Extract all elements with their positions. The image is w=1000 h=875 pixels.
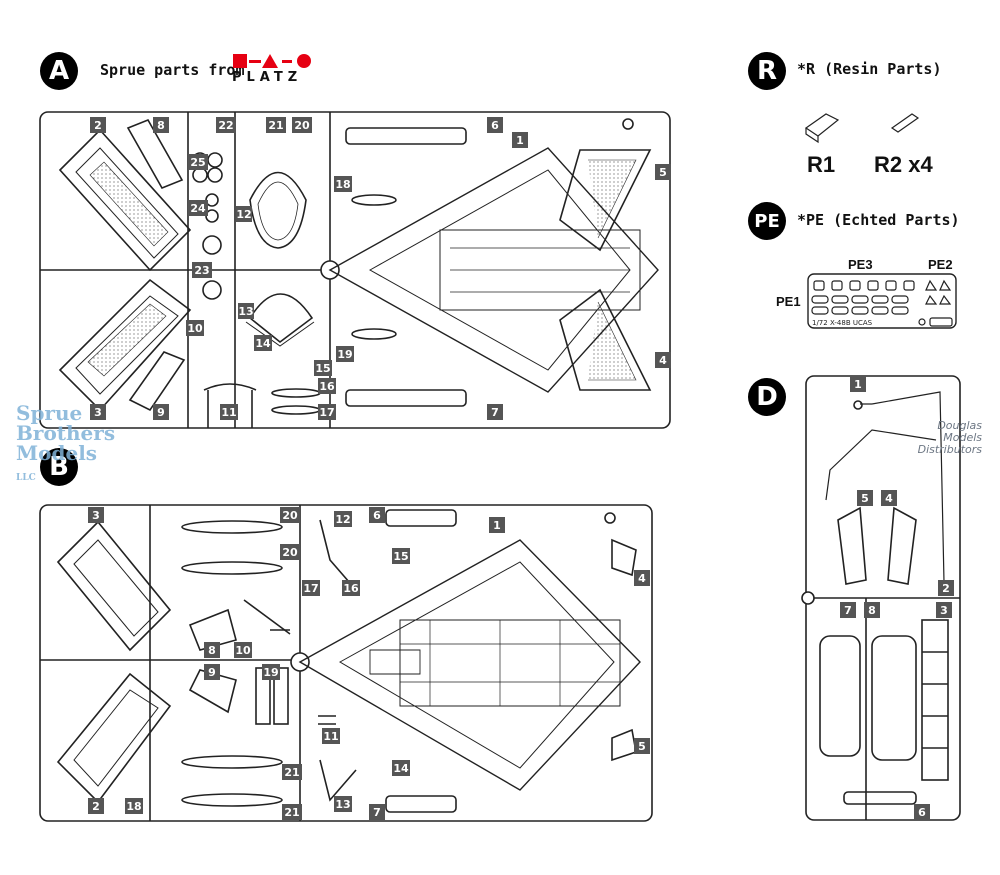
watermark-llc: LLC (16, 473, 36, 483)
pe1-label: PE1 (776, 294, 801, 309)
section-pe-badge: PE (748, 202, 786, 240)
svg-text:7: 7 (373, 806, 381, 819)
svg-text:16: 16 (343, 582, 359, 595)
svg-text:21: 21 (268, 119, 283, 132)
svg-text:20: 20 (282, 509, 298, 522)
svg-text:7: 7 (844, 604, 852, 617)
svg-text:3: 3 (94, 406, 102, 419)
svg-text:8: 8 (868, 604, 876, 617)
svg-text:19: 19 (337, 348, 352, 361)
svg-text:1: 1 (854, 378, 862, 391)
pe-fret: 1/72 X-48B UCAS (807, 273, 957, 329)
sprue-brothers-watermark: Sprue Brothers Models LLC (16, 401, 116, 483)
svg-text:25: 25 (190, 156, 205, 169)
svg-text:17: 17 (303, 582, 318, 595)
svg-text:8: 8 (208, 644, 216, 657)
svg-text:9: 9 (208, 666, 216, 679)
svg-text:8: 8 (157, 119, 165, 132)
svg-text:5: 5 (659, 166, 667, 179)
svg-text:12: 12 (236, 208, 251, 221)
svg-text:2: 2 (94, 119, 102, 132)
svg-text:11: 11 (221, 406, 236, 419)
section-a-badge: A (40, 52, 78, 90)
dmd-line-3: Distributors (917, 443, 982, 456)
svg-text:17: 17 (319, 406, 334, 419)
svg-text:1: 1 (493, 519, 501, 532)
pe2-label: PE2 (928, 257, 953, 272)
svg-text:23: 23 (194, 264, 209, 277)
watermark-models: Models (16, 441, 98, 465)
svg-text:4: 4 (885, 492, 893, 505)
svg-text:22: 22 (218, 119, 233, 132)
pe3-label: PE3 (848, 257, 873, 272)
svg-text:16: 16 (319, 380, 335, 393)
resin-part-r1-label: R1 (807, 152, 836, 177)
watermark-line-1: Sprue (16, 401, 83, 425)
svg-text:6: 6 (918, 806, 926, 819)
watermark-line-3: Models LLC (16, 443, 116, 488)
sprue-a (39, 111, 671, 429)
svg-text:24: 24 (190, 202, 206, 215)
sprue-a-labels: 2 8 22 21 20 6 1 25 24 12 18 5 23 13 10 … (90, 117, 671, 420)
svg-text:1: 1 (516, 134, 524, 147)
svg-text:5: 5 (638, 740, 646, 753)
svg-text:13: 13 (238, 305, 253, 318)
pe-fret-text: 1/72 X-48B UCAS (812, 319, 873, 327)
svg-text:12: 12 (335, 513, 350, 526)
svg-text:5: 5 (861, 492, 869, 505)
svg-text:10: 10 (187, 322, 203, 335)
svg-text:7: 7 (491, 406, 499, 419)
svg-text:19: 19 (263, 666, 278, 679)
svg-text:9: 9 (157, 406, 165, 419)
svg-text:15: 15 (315, 362, 330, 375)
section-a-title: Sprue parts from (100, 61, 245, 79)
section-pe-title: *PE (Echted Parts) (797, 211, 960, 229)
svg-text:11: 11 (323, 730, 338, 743)
section-r-badge: R (748, 52, 786, 90)
resin-parts (804, 113, 920, 144)
svg-text:18: 18 (126, 800, 141, 813)
dmd-line-1: Douglas (937, 419, 982, 432)
svg-text:2: 2 (92, 800, 100, 813)
sprue-b (39, 504, 653, 822)
svg-text:18: 18 (335, 178, 350, 191)
svg-text:3: 3 (940, 604, 948, 617)
svg-text:20: 20 (294, 119, 310, 132)
svg-text:10: 10 (235, 644, 251, 657)
platz-logo-text: PLATZ (232, 70, 303, 85)
dmd-watermark: Douglas Models Distributors (886, 420, 982, 456)
watermark-line-2: Brothers (16, 421, 116, 445)
svg-text:15: 15 (393, 550, 408, 563)
svg-text:13: 13 (335, 798, 350, 811)
sprue-b-labels: 3 20 20 12 6 1 15 4 17 16 8 10 9 19 11 5… (88, 507, 650, 820)
svg-text:4: 4 (638, 572, 646, 585)
svg-text:14: 14 (255, 337, 271, 350)
svg-text:4: 4 (659, 354, 667, 367)
sprue-d-labels: 1 5 4 2 7 8 3 6 (840, 376, 954, 820)
section-d-badge: D (748, 378, 786, 416)
svg-text:14: 14 (393, 762, 409, 775)
section-r-title: *R (Resin Parts) (797, 60, 942, 78)
svg-text:21: 21 (284, 806, 299, 819)
svg-text:21: 21 (284, 766, 299, 779)
svg-text:6: 6 (373, 509, 381, 522)
section-b-badge: B (40, 448, 78, 486)
svg-text:2: 2 (942, 582, 950, 595)
svg-text:20: 20 (282, 546, 298, 559)
platz-logo: PLATZ (232, 52, 322, 86)
dmd-line-2: Models (943, 431, 982, 444)
resin-part-r2-label: R2 x4 (874, 152, 933, 177)
svg-text:6: 6 (491, 119, 499, 132)
sprue-d (801, 375, 961, 821)
svg-text:3: 3 (92, 509, 100, 522)
